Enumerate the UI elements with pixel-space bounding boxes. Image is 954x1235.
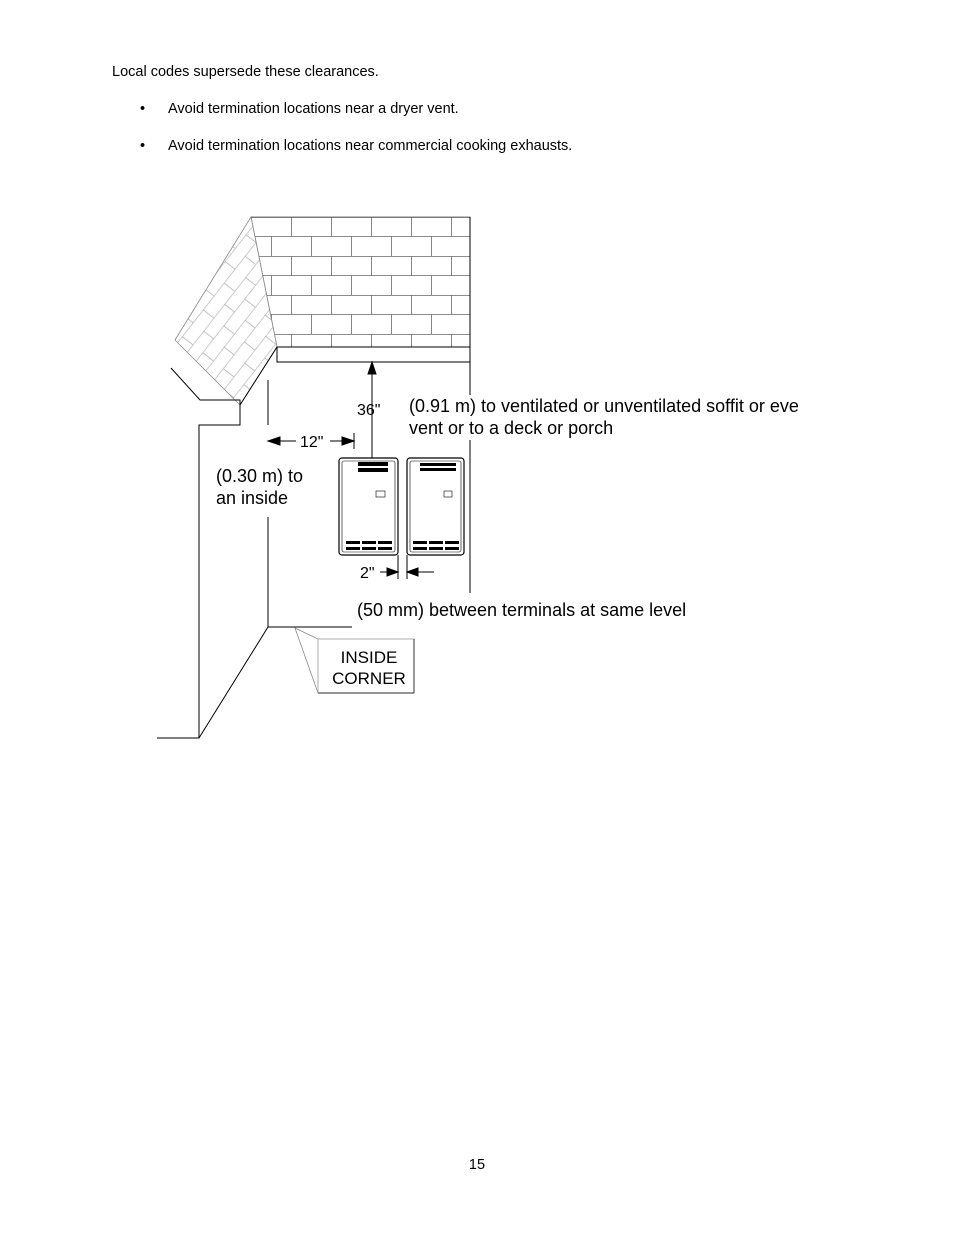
soffit-clearance-note-line1: (0.91 m) to ventilated or unventilated s…	[409, 396, 799, 416]
dimension-36-label: 36"	[357, 402, 380, 419]
bullet-text: Avoid termination locations near commerc…	[168, 138, 573, 154]
list-item: • Avoid termination locations near a dry…	[140, 100, 572, 137]
dimension-12-arrow	[266, 433, 356, 449]
corner-clearance-note-line2: an inside	[216, 488, 288, 508]
terminal-spacing-note: (50 mm) between terminals at same level	[357, 600, 686, 620]
dimension-2-label: 2"	[360, 565, 375, 582]
inside-corner-label-line1: INSIDE	[341, 648, 398, 667]
soffit-board	[276, 346, 471, 363]
bullet-list: • Avoid termination locations near a dry…	[140, 100, 572, 174]
bullet-glyph: •	[140, 101, 146, 117]
dimension-12-label: 12"	[300, 434, 323, 451]
bullet-glyph: •	[140, 138, 146, 154]
water-heater-unit-left	[338, 457, 399, 556]
page-number: 15	[468, 1157, 486, 1173]
corner-clearance-note-line1: (0.30 m) to	[216, 466, 303, 486]
soffit-clearance-note-line2: vent or to a deck or porch	[409, 418, 613, 438]
front-brick-wall	[250, 216, 471, 348]
list-item: • Avoid termination locations near comme…	[140, 137, 572, 174]
wall-outlines	[157, 346, 471, 739]
bullet-text: Avoid termination locations near a dryer…	[168, 101, 459, 117]
water-heater-unit-right	[406, 457, 465, 556]
inside-corner-label-line2: CORNER	[332, 669, 406, 688]
intro-text: Local codes supersede these clearances.	[112, 64, 379, 80]
dimension-2-arrow	[380, 555, 434, 579]
inside-corner-callout	[294, 627, 415, 694]
